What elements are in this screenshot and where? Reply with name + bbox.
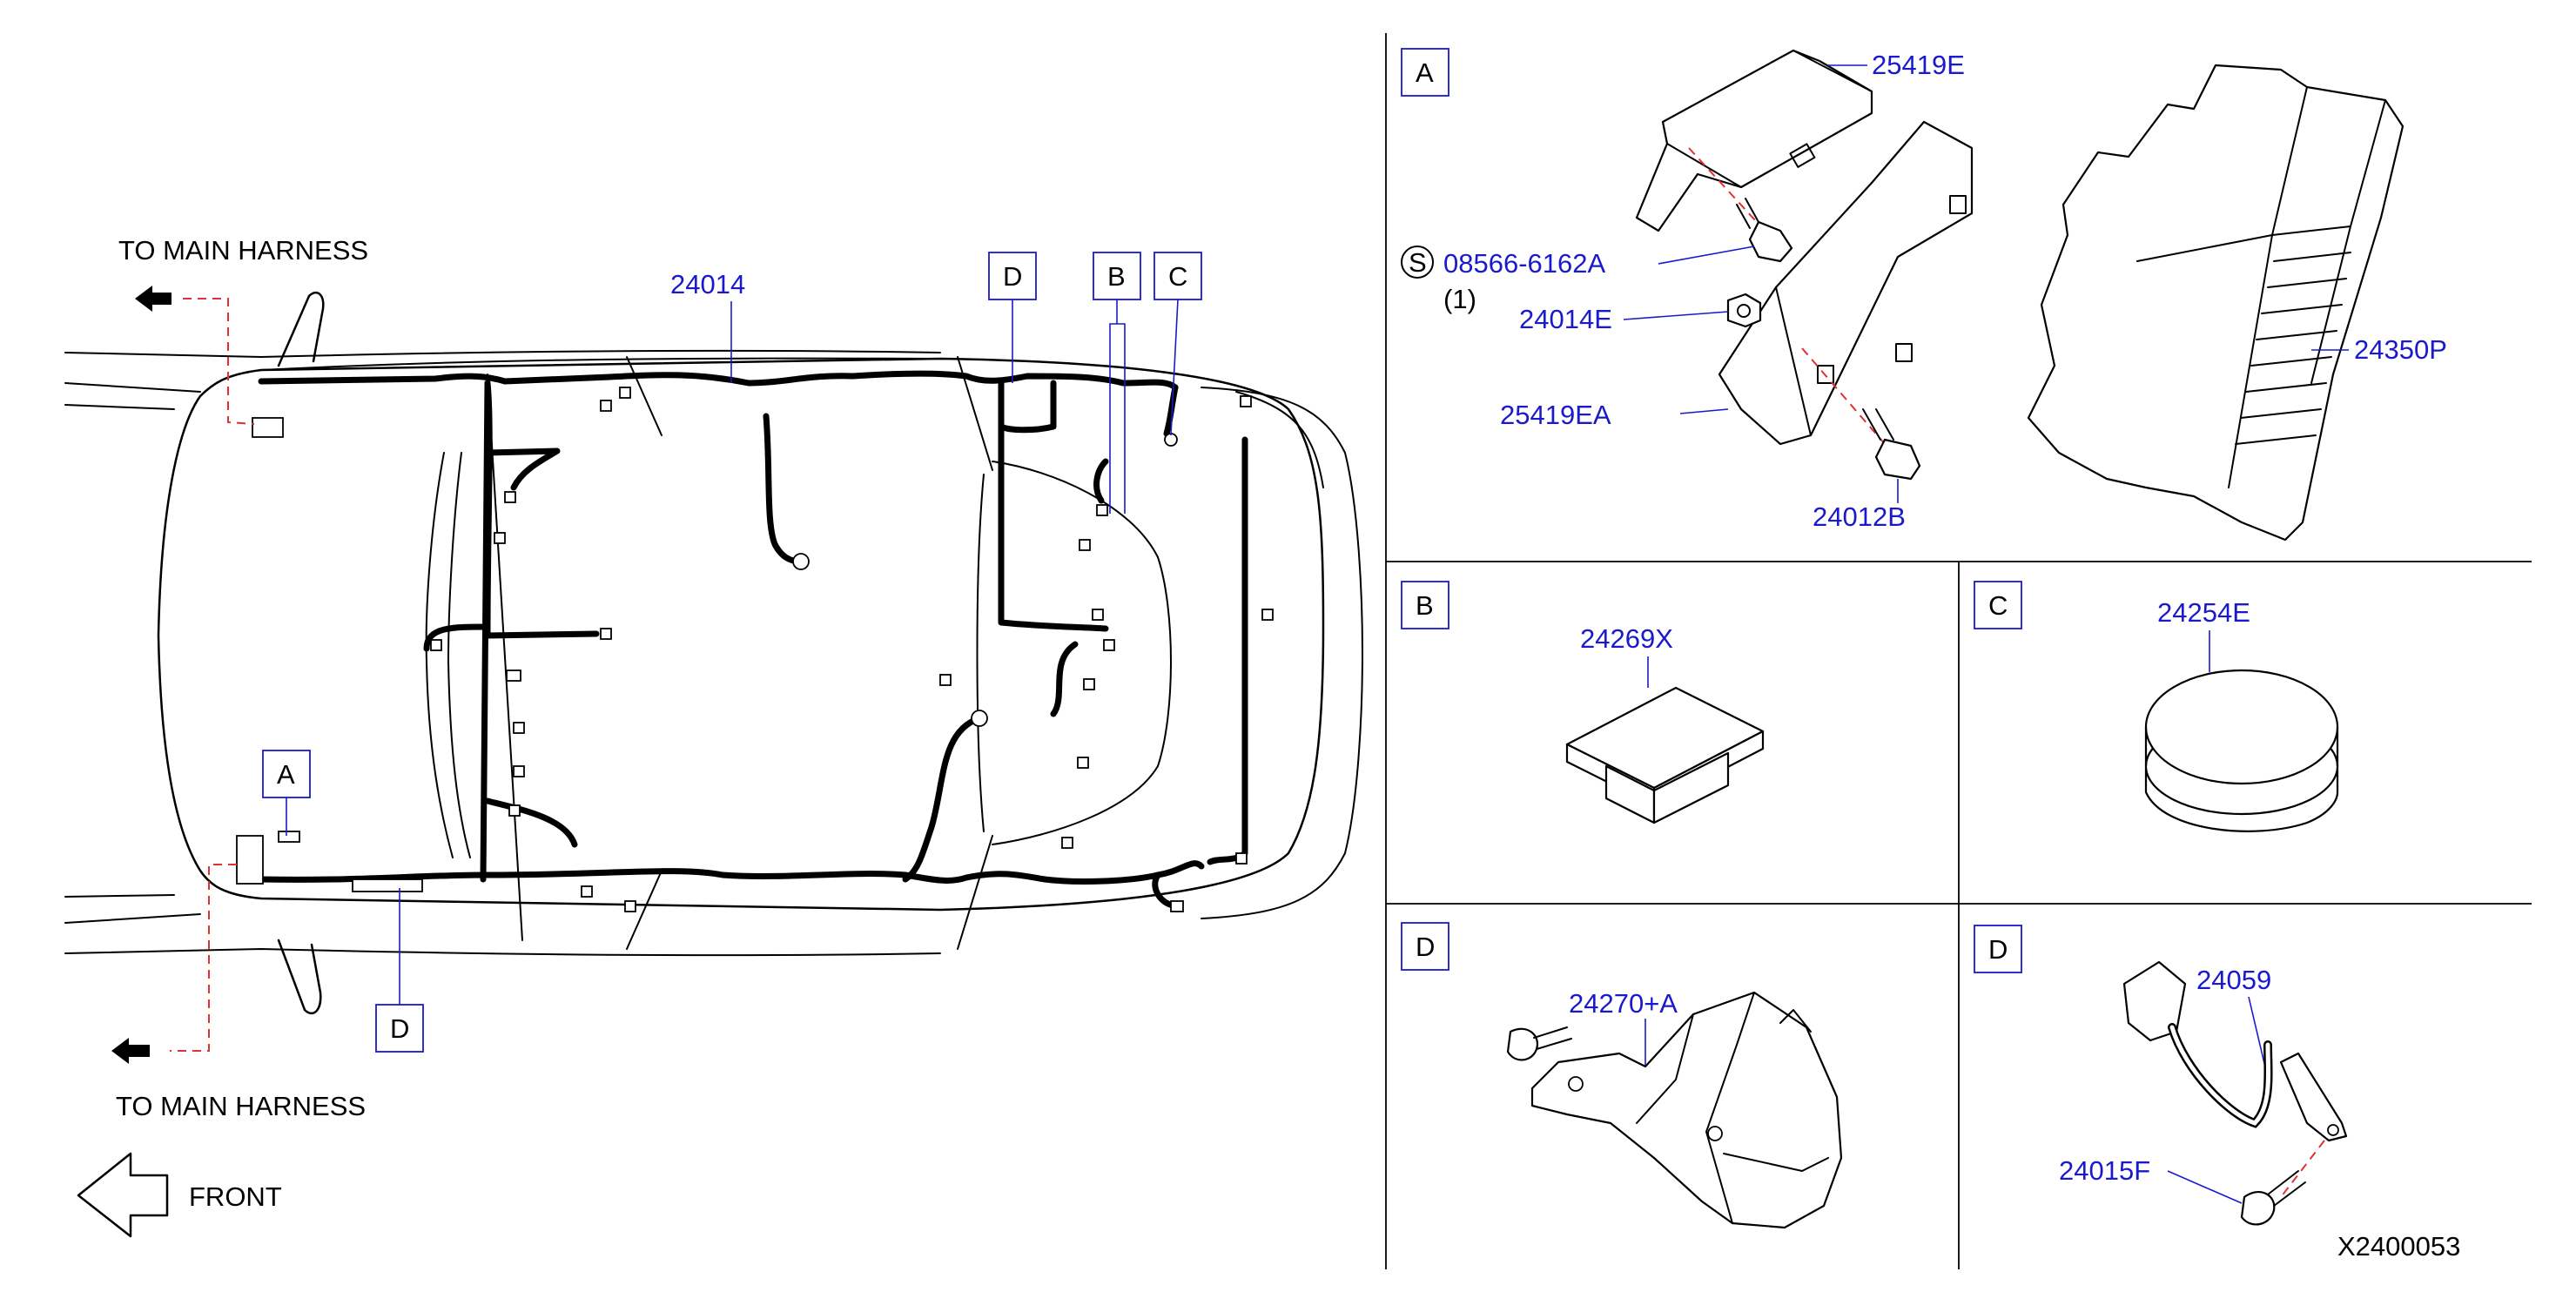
front-arrow-icon: [77, 1152, 169, 1238]
panel-a-tag: A: [1416, 57, 1434, 88]
svg-text:24269X: 24269X: [1580, 623, 1673, 654]
harness-connectors: [236, 387, 1274, 912]
bolt-icon: [2240, 1170, 2306, 1226]
svg-text:24015F: 24015F: [2059, 1155, 2150, 1186]
nut-icon: [1726, 293, 1762, 328]
panel-c: C 24254E: [1974, 581, 2339, 832]
panel-b-tag: B: [1416, 590, 1434, 621]
body-harness-24014: [258, 370, 1248, 909]
to-main-harness-top-label: TO MAIN HARNESS: [118, 235, 368, 266]
svg-text:24012B: 24012B: [1813, 501, 1906, 532]
svg-text:08566-6162A: 08566-6162A: [1443, 248, 1605, 279]
panel-d2-tag: D: [1988, 934, 2008, 965]
bolt-icon: [1506, 1026, 1572, 1061]
arrow-left-icon: [135, 286, 172, 312]
diagram-id: X2400053: [2337, 1231, 2460, 1262]
svg-text:24014E: 24014E: [1519, 304, 1612, 334]
panel-c-tag: C: [1988, 590, 2008, 621]
callout-a: A: [262, 750, 311, 836]
front-label: FRONT: [189, 1181, 282, 1212]
svg-text:D: D: [1003, 261, 1022, 292]
callout-d-top: D: [988, 252, 1037, 383]
harness-24059: [2122, 960, 2348, 1142]
panel-d1-tag: D: [1416, 932, 1435, 962]
bolt-icon: [1862, 408, 1921, 481]
fuse-block-24350p: [2027, 64, 2404, 542]
to-main-harness-top: TO MAIN HARNESS: [118, 235, 368, 425]
panel-grid: [1385, 33, 2532, 1269]
svg-text:(1): (1): [1443, 284, 1476, 314]
screw-icon: [1736, 198, 1793, 263]
svg-text:24014: 24014: [670, 269, 745, 299]
bracket-25419e: [1635, 49, 1873, 232]
vehicle-body-outline: [64, 291, 1363, 1015]
svg-text:D: D: [390, 1013, 409, 1044]
svg-text:24270+A: 24270+A: [1569, 988, 1678, 1019]
svg-text:24254E: 24254E: [2157, 597, 2250, 628]
bracket-25419ea: [1718, 120, 1974, 446]
svg-text:25419EA: 25419EA: [1500, 400, 1611, 430]
to-main-harness-bottom-label: TO MAIN HARNESS: [116, 1091, 366, 1121]
arrow-left-icon: [111, 1038, 150, 1064]
svg-text:C: C: [1168, 261, 1187, 292]
svg-text:24059: 24059: [2196, 965, 2271, 995]
screw-symbol: S: [1401, 246, 1434, 279]
grommet-24269x: [1565, 686, 1765, 824]
svg-text:24350P: 24350P: [2354, 334, 2447, 365]
panel-d2: D 24059 24015F: [1974, 925, 2348, 1226]
to-main-harness-bottom: TO MAIN HARNESS: [111, 864, 366, 1121]
bracket-24270a: [1530, 991, 1843, 1229]
svg-text:A: A: [277, 759, 295, 790]
svg-text:S: S: [1409, 247, 1427, 278]
callout-b: B: [1093, 252, 1141, 514]
callout-c: C: [1153, 252, 1202, 436]
panel-b: B 24269X: [1401, 581, 1765, 824]
svg-text:B: B: [1107, 261, 1126, 292]
callout-d-bottom: D: [375, 888, 424, 1053]
panel-d1: D 24270+A: [1401, 922, 1843, 1229]
plug-24254e: [2144, 669, 2339, 832]
harness-part-label: 24014: [670, 269, 745, 383]
svg-text:25419E: 25419E: [1872, 50, 1965, 80]
front-indicator: FRONT: [77, 1152, 282, 1238]
panel-a: A 25419E 25419EA: [1401, 48, 2447, 542]
